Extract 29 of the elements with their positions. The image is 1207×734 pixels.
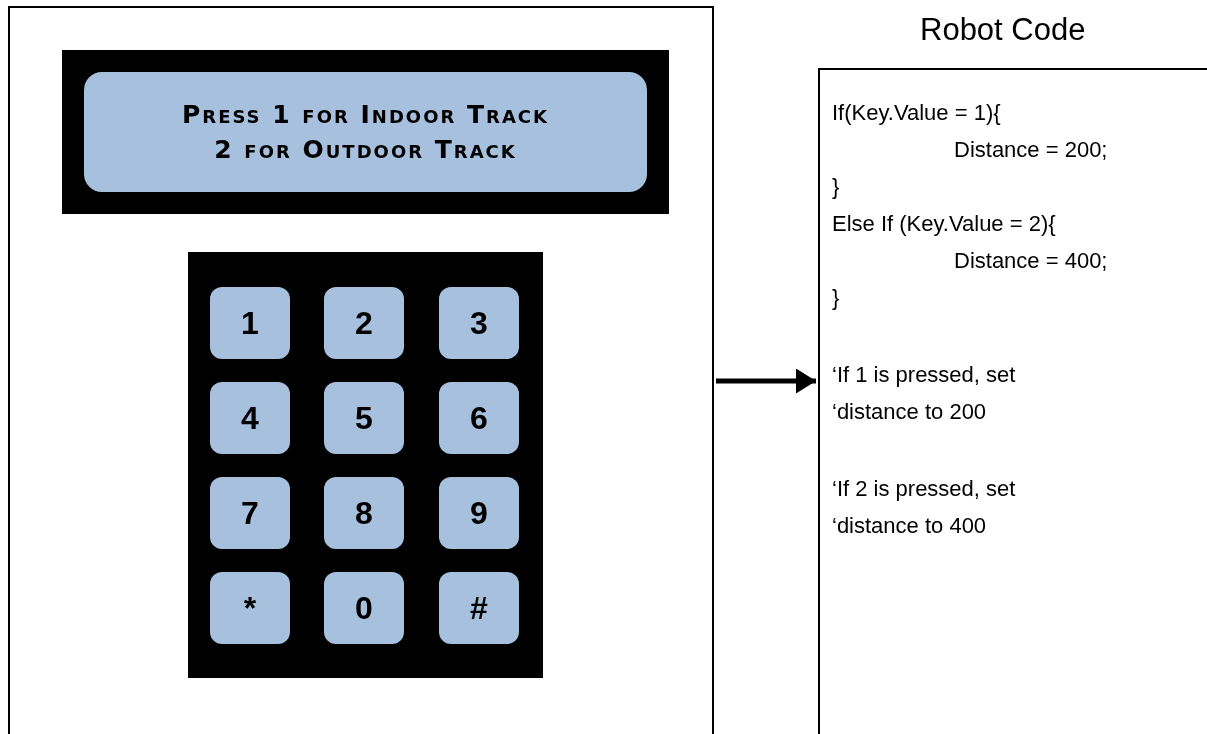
- code-line: Distance = 200;: [954, 136, 1108, 164]
- keypad-key: 5: [324, 382, 404, 454]
- code-comment: ‘If 2 is pressed, set: [832, 475, 1017, 503]
- keypad-key: 8: [324, 477, 404, 549]
- keypad-key: 9: [439, 477, 519, 549]
- display-text: 2 for Outdoor Track: [214, 134, 517, 166]
- keypad-key: 4: [210, 382, 290, 454]
- code-comment: ‘distance to 200: [832, 398, 988, 426]
- keypad-key: 7: [210, 477, 290, 549]
- code-line: }: [832, 284, 841, 312]
- code-comment: ‘distance to 400: [832, 512, 988, 540]
- keypad-key: 1: [210, 287, 290, 359]
- code-comment: ‘If 1 is pressed, set: [832, 361, 1017, 389]
- display-text: Press 1 for Indoor Track: [181, 98, 549, 130]
- code-line: Else If (Key.Value = 2){: [832, 210, 1057, 238]
- keypad-key: #: [439, 572, 519, 644]
- keypad: [188, 252, 543, 678]
- keypad-key: 0: [324, 572, 404, 644]
- keypad-key: 3: [439, 287, 519, 359]
- keypad-key: 2: [324, 287, 404, 359]
- lcd-display: [62, 50, 669, 214]
- arrow: [716, 368, 816, 394]
- keypad-key: *: [210, 572, 290, 644]
- code-line: }: [832, 173, 841, 201]
- code-line: Distance = 400;: [954, 247, 1108, 275]
- panel-title: Robot Code: [920, 14, 1086, 45]
- device-panel: [8, 6, 714, 734]
- code-line: If(Key.Value = 1){: [832, 99, 1002, 127]
- keypad-key: 6: [439, 382, 519, 454]
